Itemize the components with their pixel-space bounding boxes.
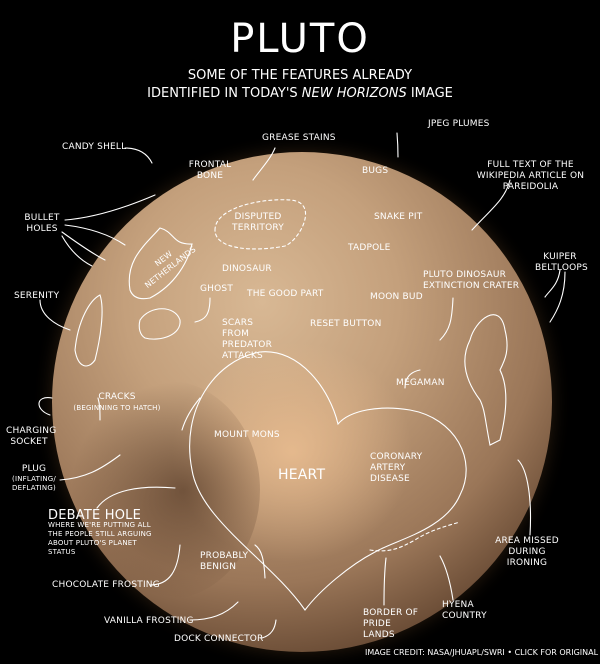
label-area-missed: Area missed during ironing: [495, 536, 559, 568]
subtitle-pre: identified in today's: [147, 86, 302, 101]
pride-lands-border: [369, 521, 461, 552]
subtitle-em: New Horizons: [301, 86, 407, 101]
label-cracks: Cracks (beginning to hatch): [72, 392, 162, 414]
label-wikipedia: Full text of the Wikipedia article on Pa…: [476, 160, 585, 192]
label-chocolate-frosting: Chocolate frosting: [52, 580, 160, 590]
cracks-title: Cracks: [98, 392, 136, 402]
subtitle-line-1: Some of the features already: [187, 68, 413, 83]
disputed-outline: [214, 199, 307, 250]
label-the-good-part: The good part: [247, 289, 324, 299]
label-frontal-bone: Frontal bone: [188, 160, 232, 181]
label-reset-button: Reset button: [310, 319, 382, 329]
label-vanilla-frosting: Vanilla frosting: [104, 616, 194, 626]
plug-title: Plug: [21, 464, 47, 474]
image-credit-link[interactable]: Image credit: NASA/JHUAPL/SwRI • Click f…: [365, 648, 599, 657]
debate-hole-title: Debate hole: [48, 508, 141, 523]
comic-title: Pluto: [230, 16, 370, 62]
heart-outline: [189, 351, 467, 611]
label-charging-socket: Charging socket: [6, 426, 57, 447]
label-plug: Plug(inflating/ deflating): [10, 464, 58, 493]
megaman-outline: [464, 314, 508, 446]
arrows: [38, 132, 566, 639]
label-border-pride-lands: Border of Pride Lands: [363, 608, 419, 640]
label-grease-stains: Grease stains: [262, 133, 336, 143]
plug-sub: (inflating/ deflating): [12, 475, 56, 492]
label-ghost: Ghost: [200, 284, 234, 294]
cracks-sub: (beginning to hatch): [73, 404, 161, 412]
label-debate-hole: Debate holeWhere we're putting all the p…: [48, 508, 163, 557]
label-serenity: Serenity: [14, 291, 60, 301]
label-heart: Heart: [278, 467, 326, 483]
label-hyena-country: Hyena country: [442, 600, 487, 621]
label-dinosaur: Dinosaur: [222, 264, 272, 274]
label-snake-pit: Snake pit: [374, 212, 423, 222]
label-moon-bud: Moon bud: [370, 292, 423, 302]
label-kuiper-beltloops: Kuiper beltloops: [535, 252, 588, 273]
label-scars: Scars from predator attacks: [222, 318, 273, 361]
label-tadpole: Tadpole: [348, 243, 391, 253]
label-coronary: Coronary artery disease: [370, 452, 423, 484]
label-bullet-holes: Bullet holes: [24, 213, 60, 234]
label-megaman: Megaman: [396, 378, 445, 388]
debate-hole-sub: Where we're putting all the people still…: [48, 521, 152, 556]
label-jpeg-plumes: JPEG plumes: [428, 119, 490, 129]
label-pluto-dinosaur-crater: Pluto dinosaur extinction crater: [423, 270, 520, 291]
subtitle-line-2: identified in today's New Horizons image: [0, 86, 600, 101]
label-probably-benign: Probably benign: [200, 551, 249, 572]
serenity-outline: [74, 294, 103, 367]
new-netherlands-outline: [128, 227, 193, 300]
label-mount-mons: Mount Mons: [214, 430, 280, 440]
dark-region: [70, 380, 260, 600]
ghost-outline: [138, 308, 181, 340]
subtitle-post: image: [406, 86, 453, 101]
label-bugs: Bugs: [362, 166, 389, 176]
label-disputed-territory: Disputed territory: [232, 212, 284, 233]
label-dock-connector: Dock connector: [174, 634, 264, 644]
label-candy-shell: Candy shell: [62, 142, 127, 152]
